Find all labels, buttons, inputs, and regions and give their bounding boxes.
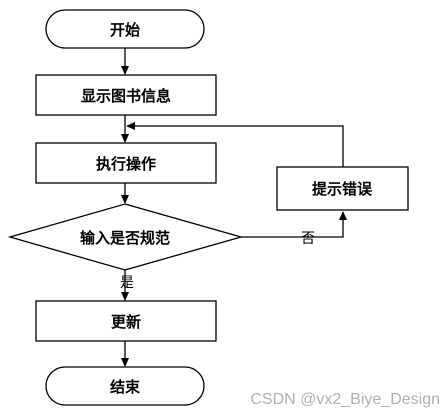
decision-diamond: 输入是否规范 — [7, 203, 244, 271]
prompt-error-label: 提示错误 — [312, 180, 373, 198]
show-info-process: 显示图书信息 — [35, 74, 217, 116]
edge-no-to-prompt — [241, 211, 347, 238]
execute-process: 执行操作 — [35, 142, 217, 184]
show-info-label: 显示图书信息 — [81, 87, 171, 105]
end-terminal: 结束 — [45, 366, 205, 406]
watermark-text: CSDN @vx2_Biye_Design — [250, 391, 440, 408]
prompt-error-process: 提示错误 — [276, 166, 409, 211]
yes-label: 是 — [120, 275, 134, 291]
start-terminal: 开始 — [45, 9, 205, 49]
execute-label: 执行操作 — [96, 155, 156, 173]
update-process: 更新 — [35, 300, 217, 342]
end-label: 结束 — [110, 378, 141, 396]
start-label: 开始 — [110, 21, 140, 39]
update-label: 更新 — [111, 313, 141, 331]
edge-prompt-loop-back — [126, 122, 344, 167]
no-label: 否 — [301, 231, 315, 247]
decision-label: 输入是否规范 — [80, 229, 170, 247]
